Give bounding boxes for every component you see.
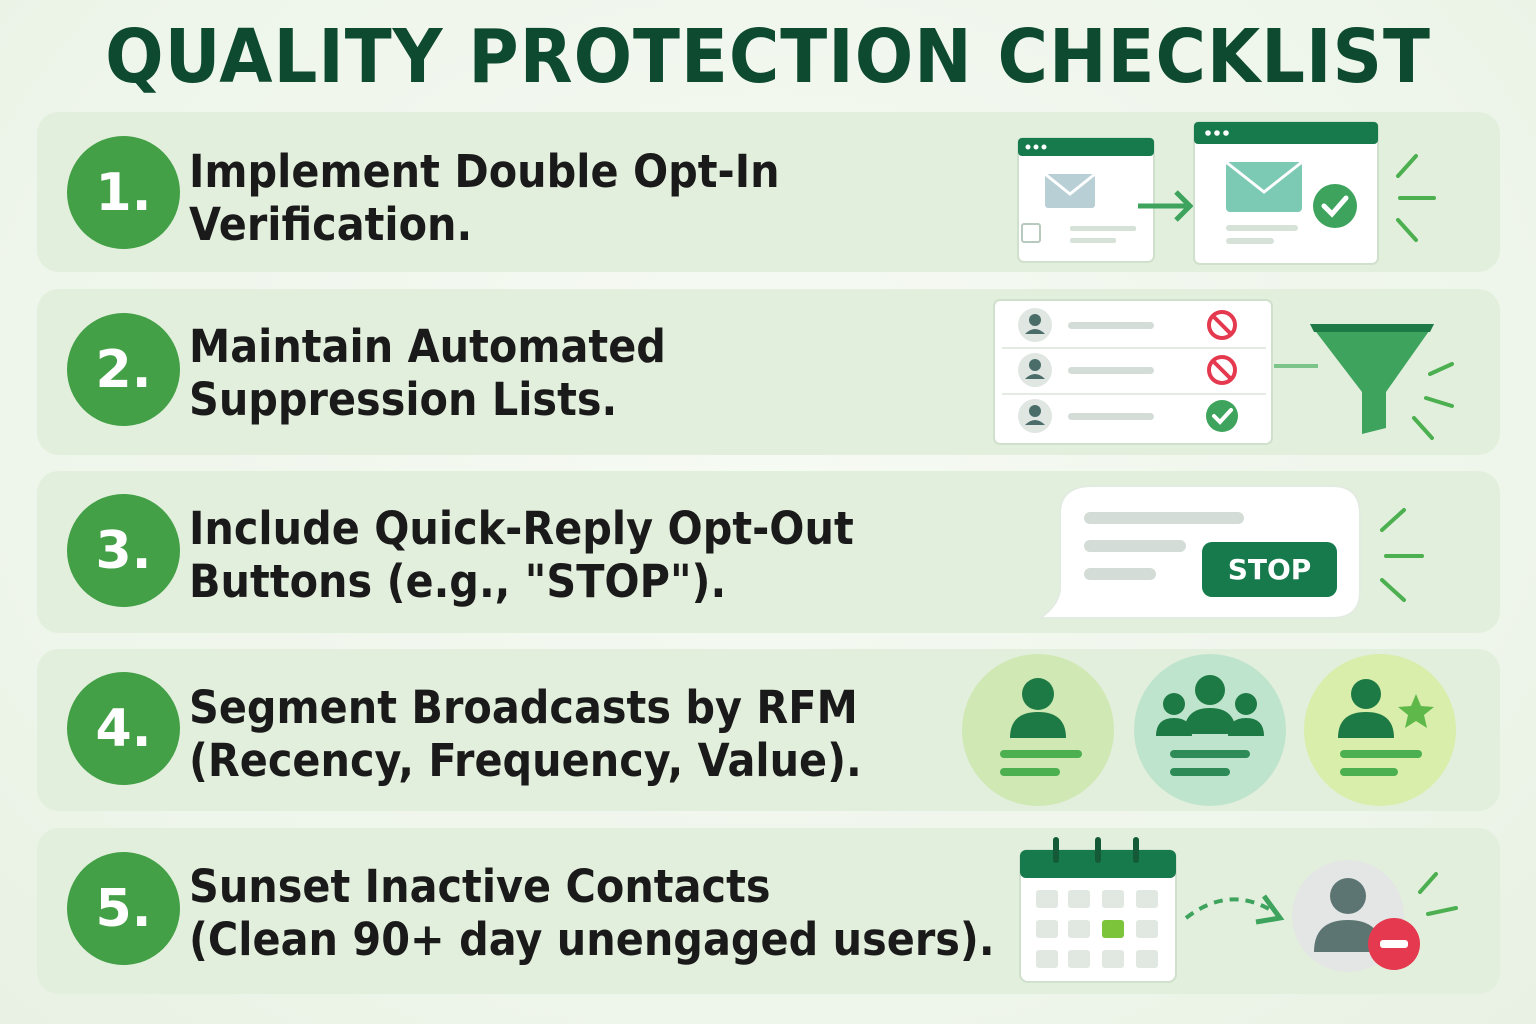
checklist-item-5	[37, 828, 1500, 994]
page-title: QUALITY PROTECTION CHECKLIST	[105, 14, 1431, 100]
blocked-icon	[1207, 310, 1237, 340]
label-line-2: Buttons (e.g., "STOP").	[189, 555, 727, 608]
filter-funnel-icon	[1310, 324, 1434, 434]
burst-icon	[1412, 362, 1454, 440]
blocked-icon	[1207, 355, 1237, 385]
label-line-1: Include Quick-Reply Opt-Out	[189, 502, 854, 555]
step-number-badge: 4.	[67, 672, 180, 785]
vip-user-icon	[1304, 654, 1456, 806]
approved-icon	[1206, 400, 1238, 432]
suppression-list-illustration	[993, 299, 1454, 445]
burst-icon	[1396, 154, 1436, 242]
step-number-badge: 2.	[67, 313, 180, 426]
label-line-1: Maintain Automated	[189, 320, 666, 373]
label-line-2: Verification.	[189, 198, 473, 251]
rfm-segments-illustration	[962, 654, 1456, 806]
group-users-icon	[1134, 654, 1286, 806]
single-user-icon	[962, 654, 1114, 806]
step-number-badge: 1.	[67, 136, 180, 249]
confirmed-email-icon	[1193, 121, 1379, 265]
label-line-1: Segment Broadcasts by RFM	[189, 681, 858, 734]
contact-list-icon	[993, 299, 1273, 445]
calendar-icon	[1019, 837, 1177, 983]
stop-button[interactable]: STOP	[1202, 542, 1337, 597]
checklist-item-label: Implement Double Opt-In Verification.	[189, 145, 780, 251]
checklist-item-label: Segment Broadcasts by RFM (Recency, Freq…	[189, 681, 862, 787]
checklist-item-label: Sunset Inactive Contacts (Clean 90+ day …	[189, 860, 995, 966]
signup-form-icon	[1017, 137, 1155, 263]
step-number-badge: 5.	[67, 852, 180, 965]
step-number-badge: 3.	[67, 494, 180, 607]
sunset-contacts-illustration	[1019, 837, 1458, 983]
label-line-2: Suppression Lists.	[189, 373, 618, 426]
double-opt-in-illustration	[1017, 121, 1436, 265]
remove-user-icon	[1292, 860, 1420, 972]
burst-icon	[1418, 872, 1458, 916]
label-line-2: (Recency, Frequency, Value).	[189, 734, 862, 787]
dashed-arrow-icon	[1184, 894, 1285, 925]
checklist-item-label: Maintain Automated Suppression Lists.	[189, 320, 666, 426]
label-line-1: Implement Double Opt-In	[189, 145, 780, 198]
burst-icon	[1380, 508, 1424, 602]
arrow-right-icon	[1138, 190, 1194, 222]
label-line-2: (Clean 90+ day unengaged users).	[189, 913, 995, 966]
label-line-1: Sunset Inactive Contacts	[189, 860, 771, 913]
checklist-item-label: Include Quick-Reply Opt-Out Buttons (e.g…	[189, 502, 854, 608]
checkmark-icon	[1313, 184, 1357, 228]
